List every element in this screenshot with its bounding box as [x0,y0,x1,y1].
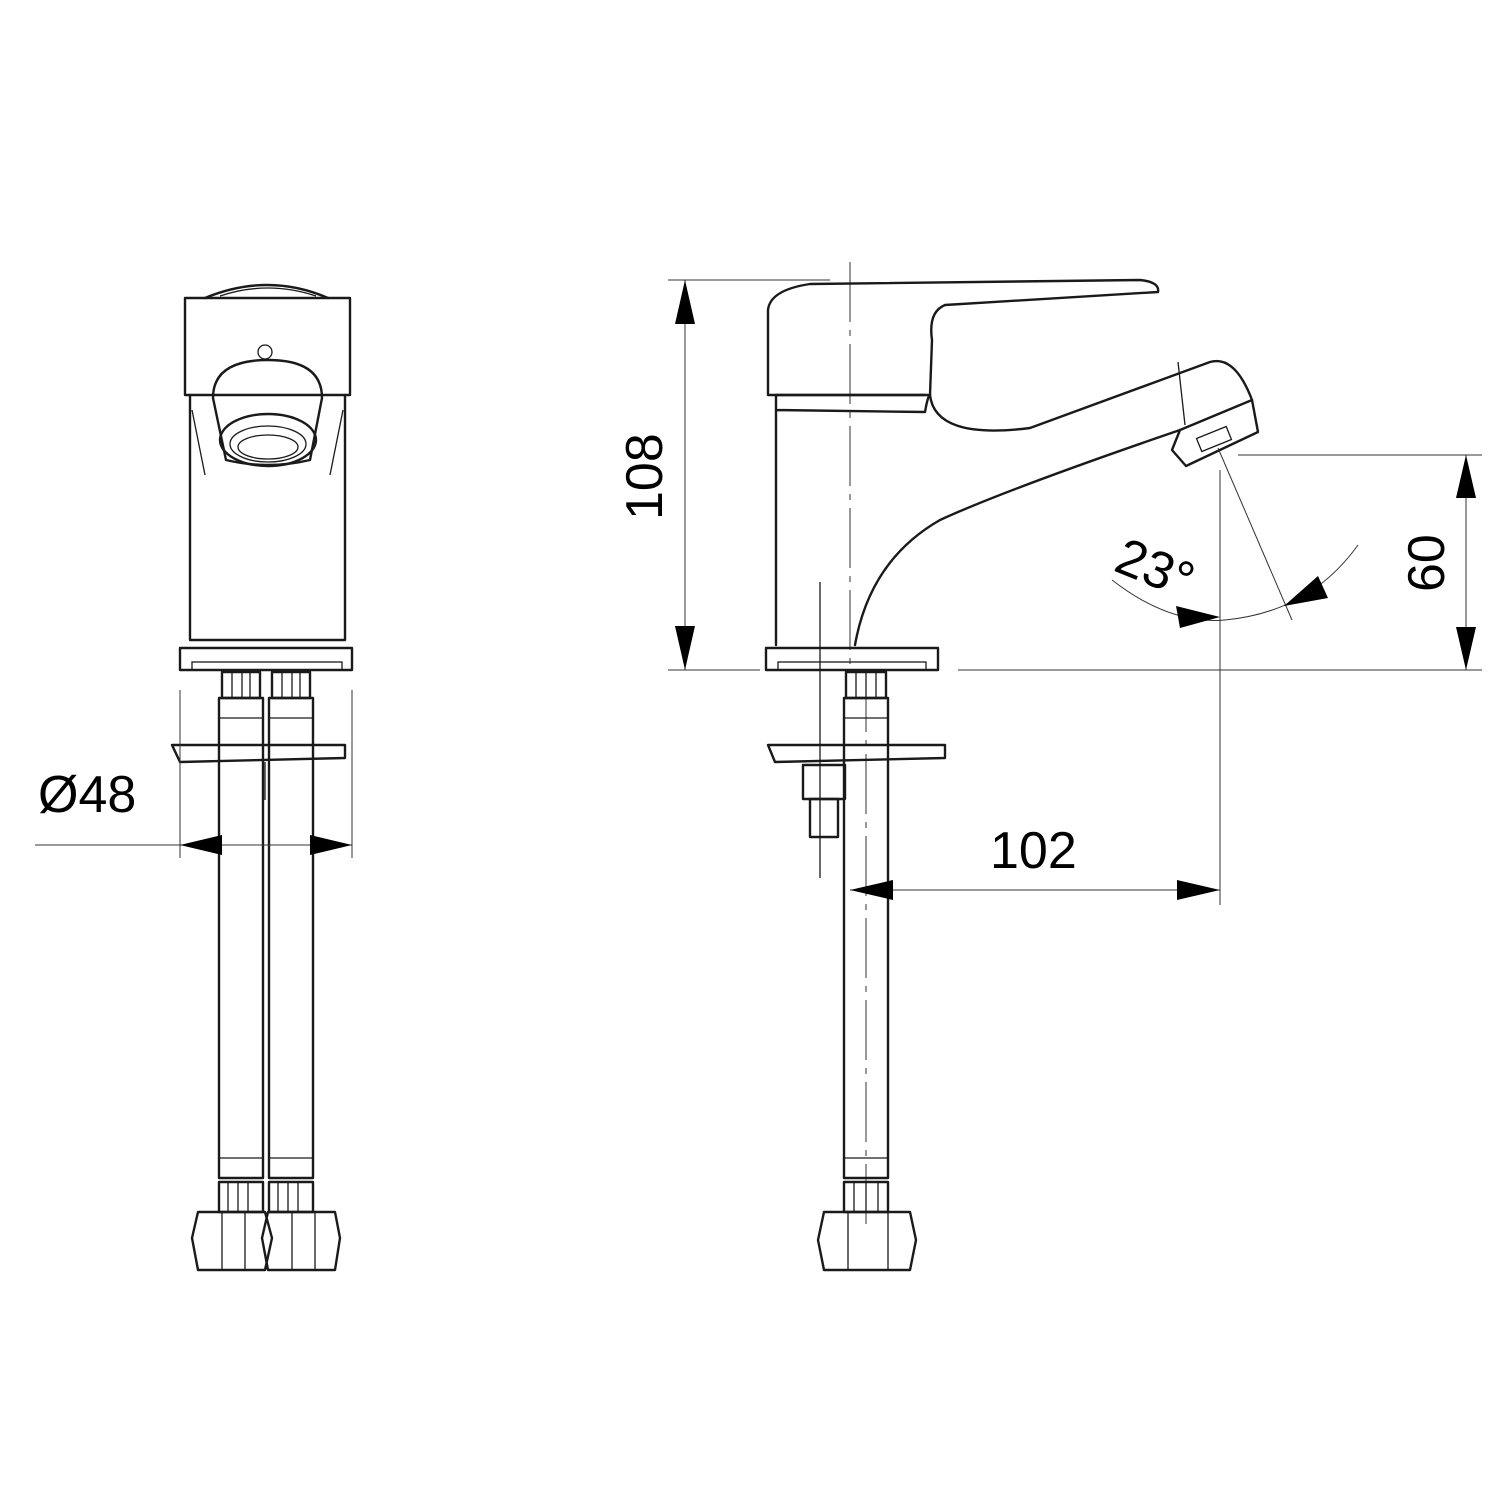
side-lever-handle [766,278,1160,397]
spout-height-arrow-top [1456,455,1476,498]
front-hex-nut-left [190,1210,274,1272]
side-body [774,393,932,647]
side-spout-bottom [853,428,1182,647]
side-mount-bracket [766,743,947,764]
height-arrow-bottom [675,626,695,670]
side-base-plate [764,646,940,672]
spout-angle-axis-line [1217,447,1293,621]
spout-reach-dimension: 102 [850,470,1221,905]
spout-height-arrow-bottom [1456,627,1476,670]
side-view [764,262,1260,1272]
front-base-plate [178,646,354,672]
spout-angle-arrow-right [1284,576,1328,606]
side-mount-stud-nut [801,763,847,801]
front-thread-left [220,670,262,700]
front-handle-block [183,296,352,397]
front-hex-nut-right [260,1210,342,1272]
diameter-label: Ø48 [38,766,136,824]
side-spout-tip [1170,398,1260,468]
front-spout [211,358,324,467]
side-hose [842,696,890,1180]
front-view [170,283,354,1272]
diameter-arrow-right [310,835,352,855]
front-aerator-mesh [237,434,299,460]
front-hose-left [217,696,265,1180]
spout-reach-label: 102 [990,822,1077,880]
front-aerator-ring [218,412,318,468]
spout-reach-arrow-left [850,880,893,900]
height-arrow-top [675,280,695,324]
front-mount-bracket [170,743,347,764]
front-hose-right [267,696,315,1180]
side-aerator [1195,425,1233,453]
spout-angle-dimension: 23° [1108,447,1359,628]
front-thread-right [270,670,312,700]
spout-angle-arrow-left [1176,606,1220,628]
diameter-arrow-left [180,835,222,855]
front-body [188,393,347,642]
spout-angle-label: 23° [1108,527,1203,610]
side-hex-nut [816,1210,918,1272]
spout-height-label: 60 [1398,534,1456,592]
height-label: 108 [616,433,674,520]
spout-reach-arrow-right [1177,880,1220,900]
height-dimension: 108 [616,279,830,671]
spout-angle-arc [1111,544,1359,621]
side-spout-top [928,359,1254,432]
diameter-dimension: Ø48 [35,690,353,858]
front-cap-dome [203,283,330,300]
front-indicator-dot [257,344,273,360]
side-mount-stud [808,797,840,839]
